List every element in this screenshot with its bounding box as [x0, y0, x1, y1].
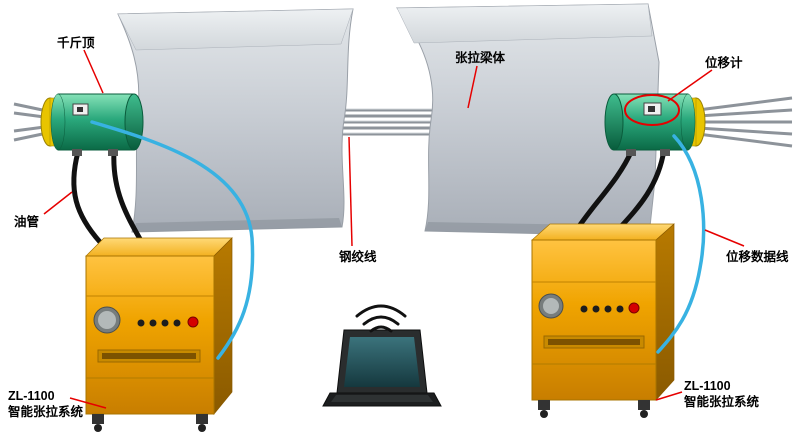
control-buttons	[137, 319, 181, 327]
caster-wheel	[94, 424, 102, 432]
displacement-cable-left	[90, 120, 255, 360]
right-cabinet	[531, 223, 675, 418]
laptop-screen	[344, 337, 420, 387]
label-right-system-name: 智能张拉系统	[683, 394, 760, 409]
leader-line-displacement-gauge	[667, 69, 713, 102]
label-left-system-name: 智能张拉系统	[7, 404, 84, 419]
wifi-signal-icon	[355, 304, 407, 333]
label-beam-body: 张拉梁体	[455, 50, 506, 65]
leader-line-data-cable	[704, 229, 745, 247]
label-left-system-model: ZL-1100	[8, 389, 55, 403]
leader-line-left-system	[69, 397, 107, 409]
right-jack	[604, 93, 706, 156]
label-displacement-gauge: 位移计	[705, 55, 743, 70]
label-right-system: ZL-1100 智能张拉系统	[683, 379, 760, 409]
caster-wheel	[540, 410, 548, 418]
caster-wheel	[640, 410, 648, 418]
leader-lines	[43, 49, 745, 409]
left-jack-foot	[108, 149, 118, 156]
displacement-meter-highlight-ellipse	[624, 94, 680, 126]
left-cabinet	[85, 237, 233, 432]
leader-line-steel-strand	[348, 136, 353, 247]
caster-wheel	[198, 424, 206, 432]
label-displacement-data-cable: 位移数据线	[726, 249, 789, 264]
control-buttons	[580, 305, 624, 313]
left-beam-block	[117, 8, 354, 233]
leader-line-right-system	[655, 391, 683, 401]
label-jack: 千斤顶	[57, 35, 95, 50]
leader-line-beam	[467, 65, 478, 109]
emergency-button	[187, 316, 199, 328]
emergency-button	[628, 302, 640, 314]
displacement-cable-right	[656, 134, 706, 354]
leader-line-oil-pipe	[43, 191, 73, 215]
laptop	[322, 329, 442, 407]
right-jack-foot	[660, 149, 670, 156]
leader-line-jack	[83, 49, 104, 94]
left-jack	[40, 93, 144, 156]
right-jack-foot	[626, 149, 636, 156]
oil-pipes-left	[71, 149, 147, 249]
label-left-system: ZL-1100 智能张拉系统	[7, 389, 84, 419]
label-steel-strand: 钢绞线	[339, 249, 377, 264]
label-right-system-model: ZL-1100	[684, 379, 731, 393]
label-oil-pipe: 油管	[14, 214, 39, 229]
left-jack-foot	[72, 149, 82, 156]
laptop-keyboard	[331, 395, 433, 402]
strand-tails-right	[697, 96, 793, 148]
